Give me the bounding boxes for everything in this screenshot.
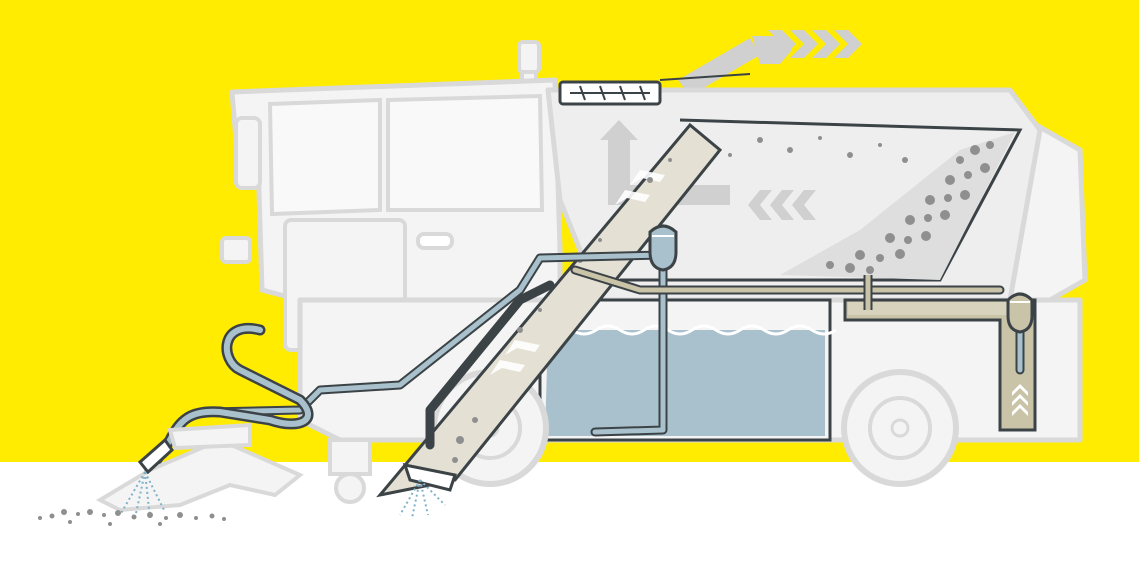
door-window bbox=[386, 93, 545, 212]
rear-wheel bbox=[841, 369, 959, 487]
spray-nozzle bbox=[137, 437, 174, 475]
chevron-up-icon bbox=[1012, 384, 1028, 416]
chevron-up-icon bbox=[600, 120, 638, 140]
pump-icon bbox=[1006, 292, 1034, 334]
recycle-pipe-fill bbox=[572, 267, 1003, 293]
chevron-up-icon bbox=[490, 170, 665, 375]
debris-particles bbox=[687, 136, 994, 274]
chevron-right-icon bbox=[768, 30, 862, 58]
water-spray bbox=[119, 471, 446, 519]
exhaust-grille bbox=[558, 73, 751, 106]
fresh-water-tank bbox=[538, 298, 837, 442]
debris-pile bbox=[780, 132, 1015, 280]
chevron-left-icon bbox=[748, 190, 816, 220]
headlight bbox=[220, 236, 252, 264]
support-wheel bbox=[328, 438, 372, 504]
side-brush-hose-fill bbox=[147, 325, 311, 473]
hopper-inner bbox=[620, 118, 1023, 282]
suction-tube bbox=[376, 122, 723, 498]
cab-window bbox=[267, 97, 382, 217]
door-handle bbox=[416, 232, 454, 250]
pump-icon bbox=[648, 224, 678, 272]
side-mirror bbox=[234, 116, 262, 190]
ground-debris bbox=[38, 509, 226, 526]
water-surface bbox=[547, 324, 837, 336]
side-brush bbox=[95, 422, 304, 513]
suction-mouth bbox=[402, 463, 457, 492]
